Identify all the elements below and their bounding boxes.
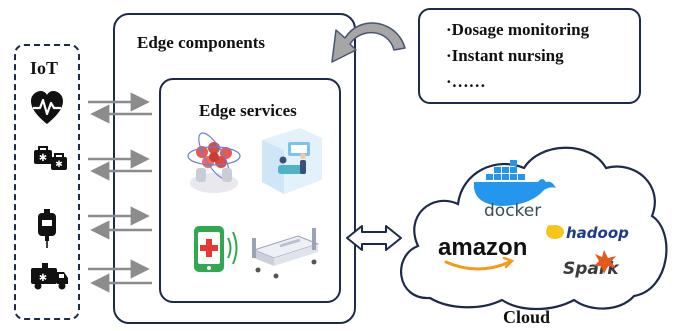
- amazon-wordmark: amazon: [438, 234, 527, 261]
- docker-wordmark: docker: [484, 201, 541, 221]
- consultation-room-icon: [262, 128, 322, 194]
- hadoop-logo: hadoop: [546, 224, 629, 242]
- svg-text:✱: ✱: [39, 273, 47, 284]
- amazon-logo: amazon: [438, 234, 527, 271]
- iot-title: IoT: [30, 58, 59, 78]
- cloud-label: Cloud: [503, 307, 551, 327]
- svg-text:✱: ✱: [39, 153, 47, 164]
- docker-logo: docker: [474, 160, 556, 221]
- medicine-kit-icon: ✱ ✱: [34, 146, 67, 170]
- note-line-nursing: ·Instant nursing: [446, 46, 564, 65]
- ambulance-icon: ✱: [31, 263, 68, 290]
- mobile-health-icon: [194, 226, 238, 272]
- services-note: ·Dosage monitoring ·Instant nursing ·……: [418, 8, 641, 104]
- spark-wordmark: Spark: [563, 259, 620, 279]
- iot-panel: [14, 44, 80, 320]
- heart-icon: [31, 91, 63, 124]
- hospital-bed-icon: [252, 228, 320, 279]
- edge-components-title: Edge components: [137, 33, 265, 52]
- edge-services-box: [159, 78, 341, 303]
- note-to-edge-curved-arrow: [331, 22, 406, 63]
- hadoop-wordmark: hadoop: [566, 224, 629, 242]
- molecule-research-icon: [187, 132, 241, 193]
- note-line-dosage: ·Dosage monitoring: [446, 20, 590, 39]
- edge-cloud-bidirectional-arrow: [346, 225, 402, 251]
- iot-edge-arrows: [88, 92, 152, 293]
- spark-logo: Spark: [563, 250, 620, 279]
- iv-bag-icon: [38, 209, 56, 248]
- svg-text:✱: ✱: [55, 160, 63, 170]
- edge-services-title: Edge services: [199, 101, 297, 120]
- note-line-more: ·……: [446, 72, 486, 91]
